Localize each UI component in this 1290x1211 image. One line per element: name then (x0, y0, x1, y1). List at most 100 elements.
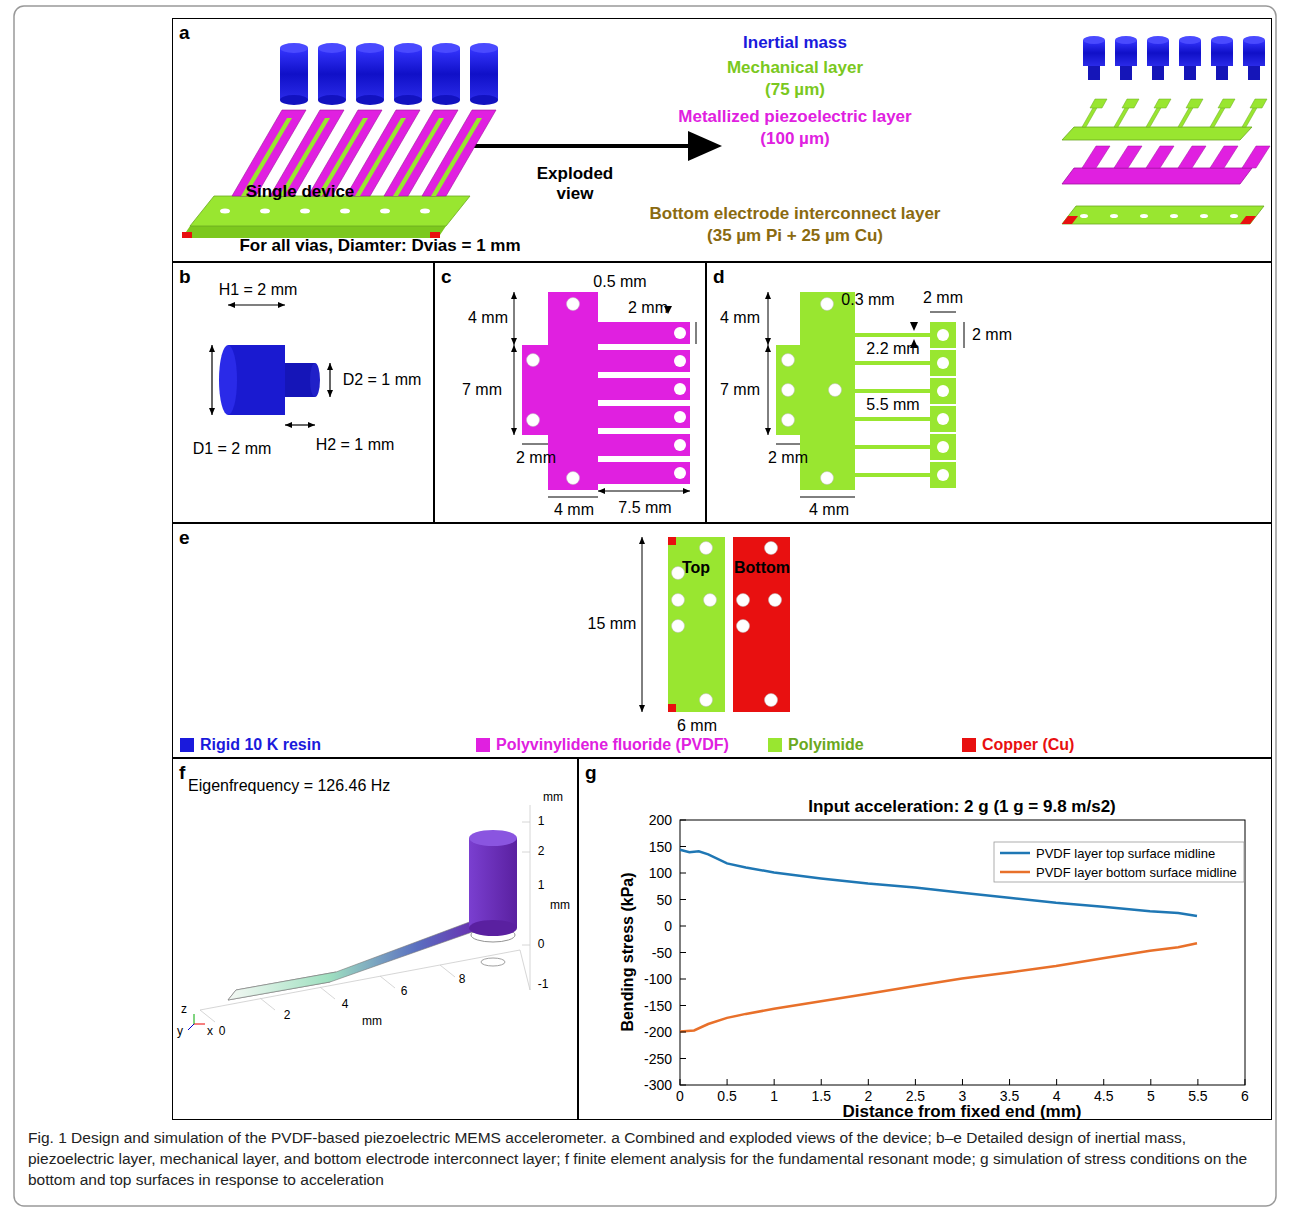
label: Single device (246, 182, 355, 202)
via (567, 298, 580, 311)
label: x (207, 1025, 213, 1039)
via (737, 620, 750, 633)
label: 2 (538, 845, 545, 859)
label: Metallized piezoelectric layer (678, 107, 911, 127)
tick (680, 899, 686, 900)
mech-pad (1122, 99, 1139, 108)
legend-line (1000, 852, 1030, 855)
label: Distance from fixed end (mm) (843, 1102, 1082, 1122)
label: 2 mm (923, 289, 963, 307)
panel: d (706, 262, 1272, 523)
via (700, 542, 713, 555)
dim-line (768, 292, 769, 345)
label: Bending stress (kPa) (619, 872, 637, 1031)
label: 2 (284, 1009, 291, 1023)
inertial-mass (1179, 36, 1201, 44)
via (937, 469, 949, 481)
dim-line (514, 345, 515, 435)
panel-letter: e (179, 527, 190, 549)
inertial-mass (1115, 36, 1137, 44)
mech-beam (855, 473, 930, 477)
via (527, 354, 540, 367)
dim-line (776, 444, 800, 445)
label: 0 (219, 1025, 226, 1039)
bottom-bottom-face (733, 537, 790, 712)
panel: b (172, 262, 434, 523)
mech-pad (1154, 99, 1171, 108)
legend-text: Polyvinylidene fluoride (PVDF) (496, 736, 729, 754)
via (567, 472, 580, 485)
piezo-tab (522, 345, 548, 435)
mass-mode (469, 920, 517, 936)
tick (821, 1079, 822, 1085)
via (937, 357, 949, 369)
tick (680, 952, 686, 953)
dim-line (930, 312, 956, 313)
label: y (177, 1025, 183, 1039)
pad (1240, 216, 1256, 224)
label: 0.3 mm (841, 291, 894, 309)
bottom-curve (680, 943, 1197, 1031)
legend-swatch (962, 738, 976, 752)
piezo-finger (1146, 146, 1174, 168)
label: 2 mm (768, 449, 808, 467)
via (1140, 214, 1148, 218)
inertial-mass (394, 48, 422, 100)
mech-beam (431, 118, 482, 196)
tick (1056, 1079, 1057, 1085)
label: D2 = 1 mm (343, 371, 422, 389)
bottom-layer (1062, 206, 1264, 224)
mech-pad (930, 378, 956, 404)
tick-label: 0 (676, 1088, 684, 1104)
mech-beam (1242, 106, 1258, 127)
arrow (462, 144, 690, 148)
label: 1 (538, 879, 545, 893)
inertial-mass (1243, 36, 1265, 44)
via (674, 355, 686, 367)
inertial-mass (280, 48, 308, 100)
tick-label: -100 (644, 971, 672, 987)
via (937, 385, 949, 397)
inertial-mass (432, 48, 460, 100)
tick-label: 50 (656, 891, 672, 907)
tick (1009, 1079, 1010, 1085)
piezo-finger (598, 406, 690, 428)
mech-beam (855, 445, 930, 449)
tick-label: 3 (959, 1088, 967, 1104)
label: 1 (538, 815, 545, 829)
panel-letter: c (441, 266, 452, 288)
tick-label: 0.5 (717, 1088, 736, 1104)
inertial-mass (470, 48, 498, 100)
tick (680, 1032, 686, 1033)
legend-text: PVDF layer top surface midline (1036, 846, 1215, 861)
tick-label: -150 (644, 997, 672, 1013)
mech-pad (930, 350, 956, 376)
dim-line (800, 497, 855, 498)
via (821, 472, 834, 485)
piezo-finger (598, 350, 690, 372)
tick-label: 100 (649, 865, 672, 881)
tick (680, 1079, 681, 1085)
piezo-finger (1242, 146, 1270, 168)
mech-beam (855, 361, 930, 365)
label: H2 = 1 mm (316, 436, 395, 454)
via (937, 441, 949, 453)
tick (962, 1079, 963, 1085)
label: 0 (538, 938, 545, 952)
label: 2 mm (972, 326, 1012, 344)
tick (774, 1079, 775, 1085)
via (1110, 214, 1118, 218)
inertial-mass (280, 95, 308, 105)
label: Eigenfrequency = 126.46 Hz (188, 777, 390, 795)
inertial-mass (1211, 36, 1233, 44)
plot-grid (200, 805, 530, 1022)
label: H1 = 2 mm (219, 281, 298, 299)
mech-pad (930, 322, 956, 348)
inertial-mass (280, 43, 308, 53)
label: 15 mm (588, 615, 637, 633)
inertial-mass (318, 43, 346, 53)
dim-line (964, 322, 965, 348)
via (782, 354, 795, 367)
bottom-top-face (668, 537, 725, 712)
mech-pad (1186, 99, 1203, 108)
